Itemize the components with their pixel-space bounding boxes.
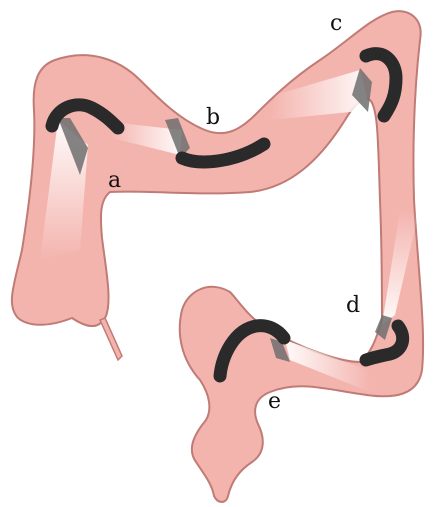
label-b: b [206, 105, 220, 130]
label-a: a [108, 168, 121, 193]
label-d: d [346, 293, 360, 318]
label-e: e [268, 389, 281, 414]
label-c: c [330, 11, 342, 36]
appendix [100, 318, 122, 360]
